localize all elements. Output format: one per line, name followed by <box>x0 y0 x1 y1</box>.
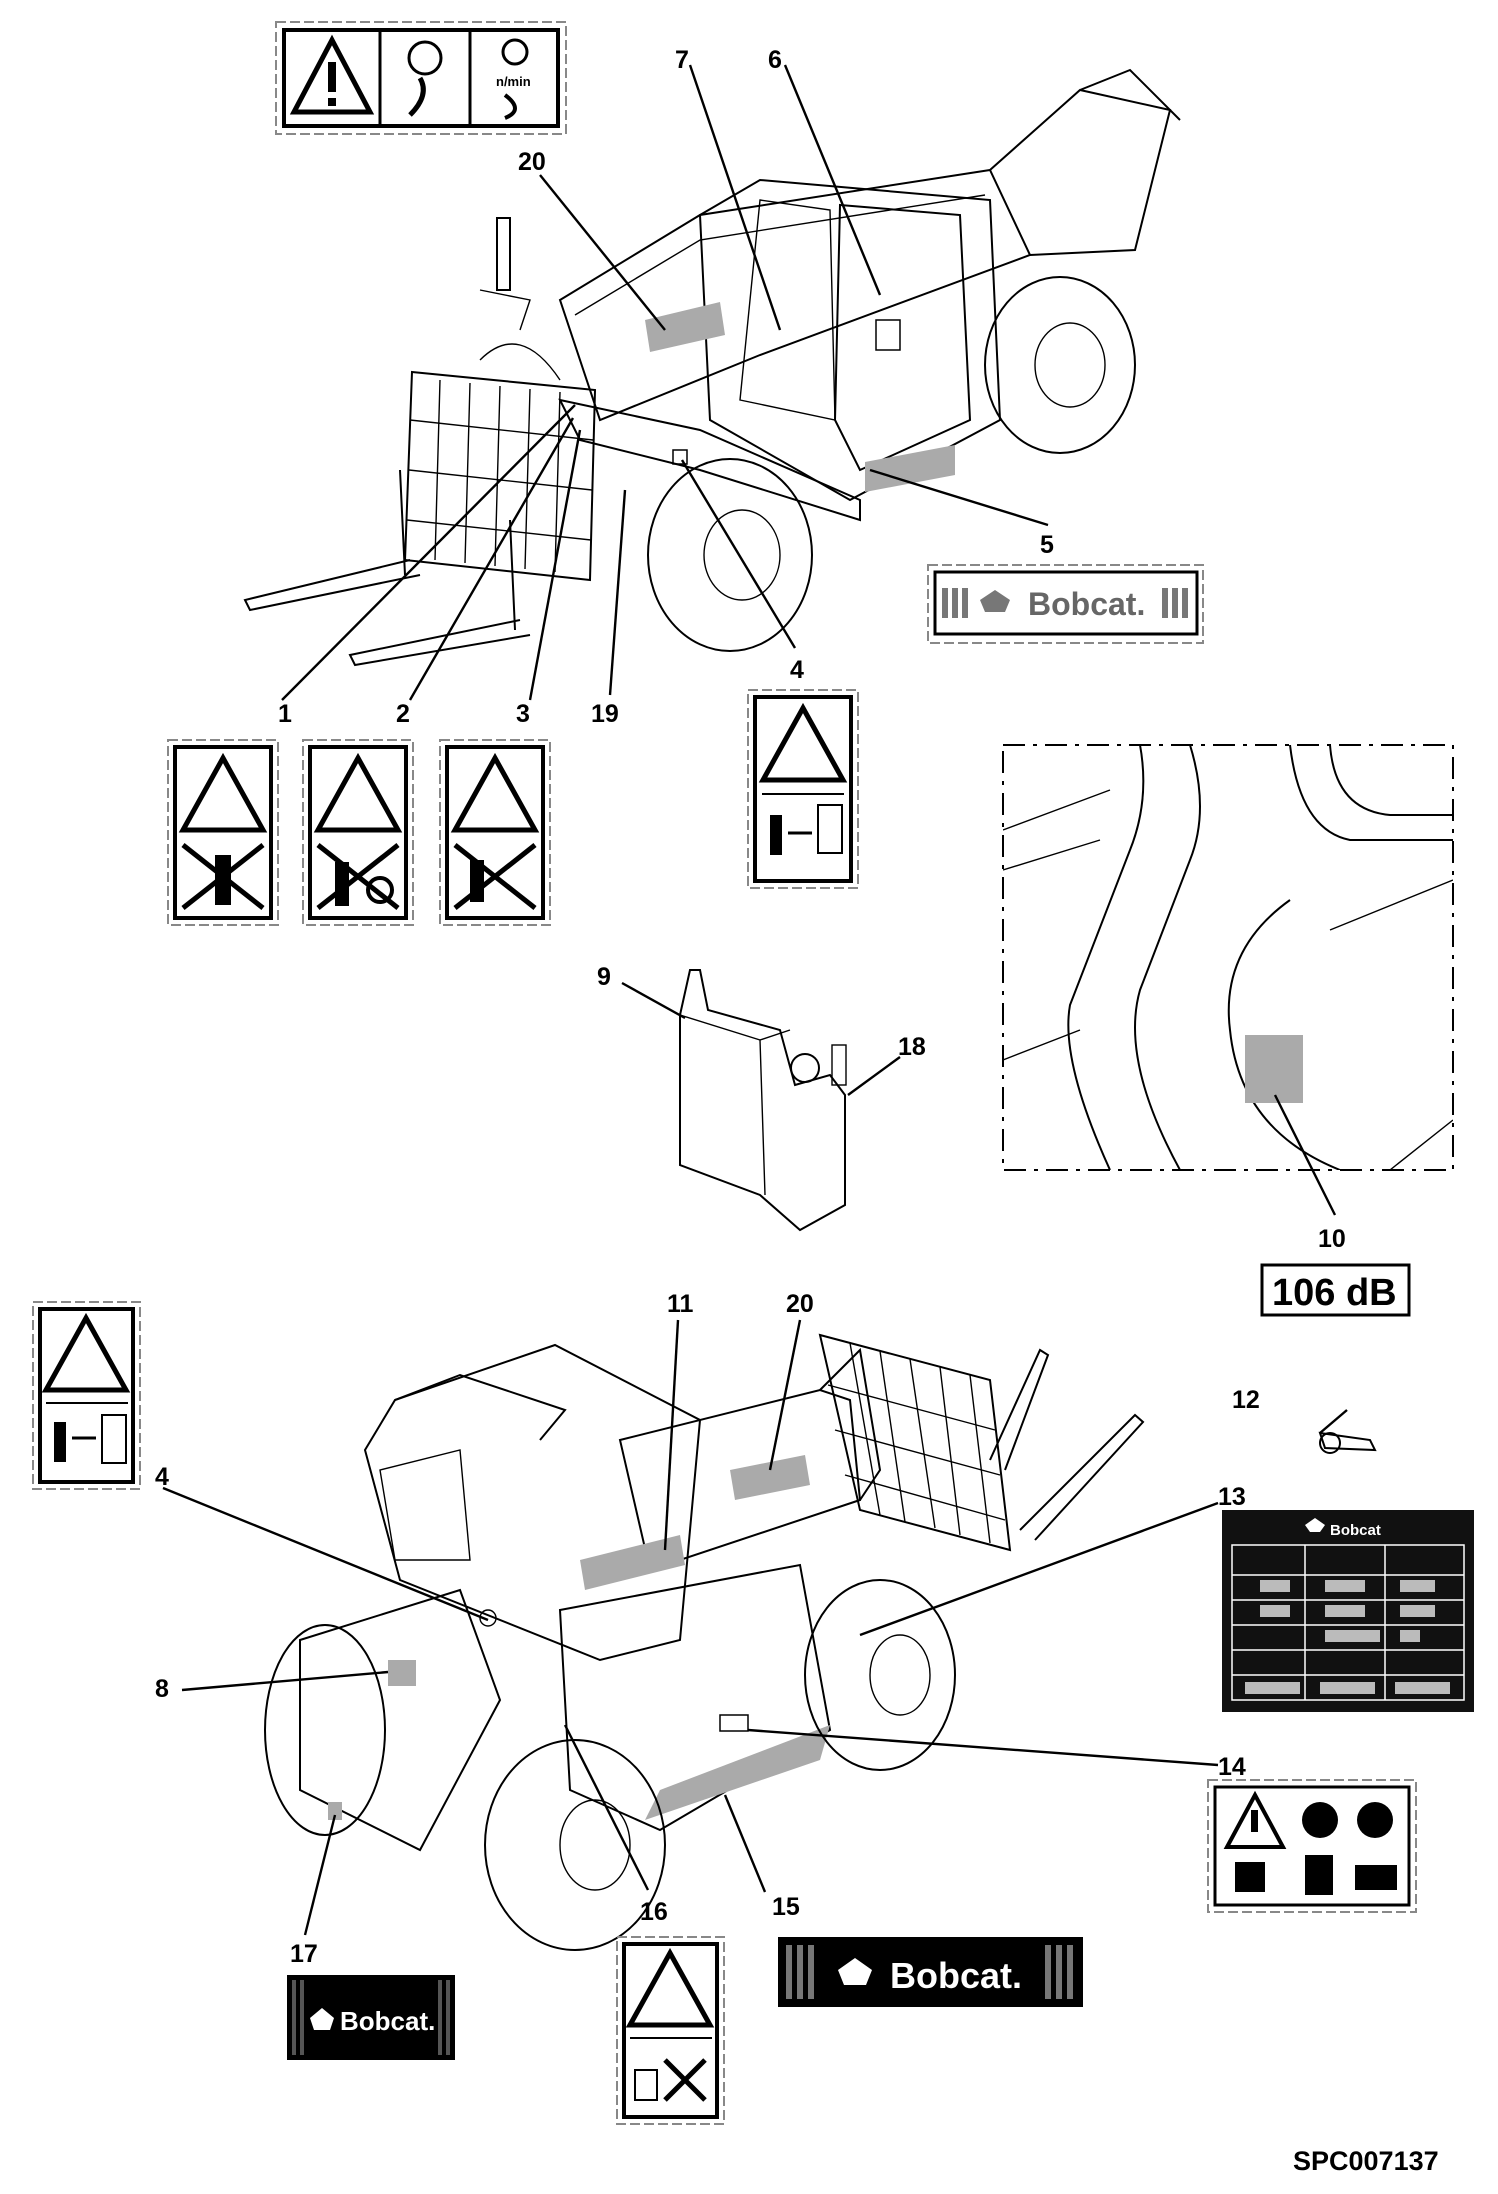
leaders-bottom <box>162 1319 1348 1936</box>
leaders-top <box>281 64 1049 701</box>
decal-16 <box>616 1936 725 2125</box>
decal-2 <box>302 739 414 926</box>
door-handle-zone <box>875 319 901 351</box>
decal-10-noise-label <box>1260 1263 1411 1317</box>
machine-bottom-view <box>264 1333 1145 1951</box>
decal-zone-11 <box>580 1535 685 1590</box>
person-icon <box>770 815 782 855</box>
callout-1: 1 <box>278 700 292 728</box>
bobcat-logo-icon <box>1305 1518 1325 1532</box>
falling-hazard-icon <box>313 752 403 833</box>
warning-triangle-icon <box>289 34 375 115</box>
callout-5: 5 <box>1040 531 1054 559</box>
hose-icon <box>408 76 426 117</box>
person-icon <box>215 855 231 905</box>
decal-15-brand-text: Bobcat. <box>890 1955 1022 1996</box>
lift-point-icon <box>1305 1855 1333 1895</box>
callout-16: 16 <box>640 1898 668 1926</box>
person-icon <box>335 862 349 906</box>
person-icon <box>54 1422 66 1462</box>
callout-10: 10 <box>1318 1225 1346 1253</box>
callout-20-bottom: 20 <box>786 1290 814 1318</box>
decal-zone-5 <box>865 445 955 492</box>
speed-icon <box>501 38 529 66</box>
decal-1 <box>167 739 279 926</box>
hand-icon <box>470 860 484 902</box>
pin-12 <box>1318 1431 1377 1454</box>
decal-13-data-plate <box>1222 1510 1474 1712</box>
decal-5-brand-text: Bobcat. <box>1028 586 1145 622</box>
decal-zone-20-bottom <box>730 1455 810 1500</box>
pinch-hazard-icon <box>450 752 540 833</box>
callout-6: 6 <box>768 46 782 74</box>
callout-19: 19 <box>591 700 619 728</box>
callout-12: 12 <box>1232 1386 1260 1414</box>
decal-zone-15 <box>645 1725 830 1820</box>
drawing-code: SPC007137 <box>1293 2146 1439 2176</box>
decal-17-brand <box>287 1975 455 2060</box>
callout-3: 3 <box>516 700 530 728</box>
tipover-hazard-icon <box>758 702 848 783</box>
fuel-tank-detail <box>679 969 847 1232</box>
bobcat-logo-icon <box>980 590 1010 612</box>
decal-zone-17 <box>328 1802 342 1820</box>
noise-label-text: 106 dB <box>1272 1272 1397 1314</box>
decal-zone-10 <box>1245 1035 1303 1103</box>
callout-13: 13 <box>1218 1483 1246 1511</box>
decal-17-brand-text: Bobcat. <box>340 2006 435 2036</box>
machine-top-view <box>243 68 1181 667</box>
decal-zone-8 <box>388 1660 416 1686</box>
callout-2: 2 <box>396 700 410 728</box>
plate-brand-text: Bobcat <box>1330 1522 1381 1539</box>
callout-11: 11 <box>667 1290 694 1318</box>
callout-4-top: 4 <box>790 656 804 684</box>
decal-3 <box>439 739 551 926</box>
decal-zone-14 <box>719 1714 749 1732</box>
warning-triangle-icon <box>1223 1790 1287 1849</box>
decal-top-warning-strip: n/min <box>275 21 567 135</box>
fan-hazard-icon <box>1302 1802 1338 1838</box>
callout-18: 18 <box>898 1033 926 1061</box>
rotation-icon <box>407 40 443 76</box>
decal-zone-20-top <box>645 302 725 352</box>
decal-zone-4-top <box>672 449 688 465</box>
decal-14 <box>1207 1779 1417 1913</box>
decal-15-brand <box>778 1937 1083 2007</box>
crush-hazard-icon <box>178 752 268 833</box>
detail-view-10 <box>1002 744 1454 1216</box>
decal-5-brand-strip: Bobcat. <box>927 564 1204 644</box>
tipover-hazard-icon <box>625 1947 715 2028</box>
callout-17: 17 <box>290 1940 318 1968</box>
callout-15: 15 <box>772 1893 800 1921</box>
decal-4-top <box>747 689 859 889</box>
callout-14: 14 <box>1218 1753 1246 1781</box>
callout-8: 8 <box>155 1675 169 1703</box>
read-manual-icon <box>1355 1865 1397 1890</box>
decal-4-bottom <box>32 1301 141 1490</box>
callout-9: 9 <box>597 963 611 991</box>
bobcat-logo-icon <box>838 1958 872 1985</box>
callout-7: 7 <box>675 46 689 74</box>
tipover-hazard-icon <box>41 1312 131 1393</box>
battery-icon <box>1235 1862 1265 1892</box>
callout-20-top: 20 <box>518 148 546 176</box>
callout-4-bottom: 4 <box>155 1463 169 1491</box>
burn-hazard-icon <box>1357 1802 1393 1838</box>
bobcat-logo-icon <box>310 2008 334 2030</box>
speed-unit-label: n/min <box>496 74 531 89</box>
